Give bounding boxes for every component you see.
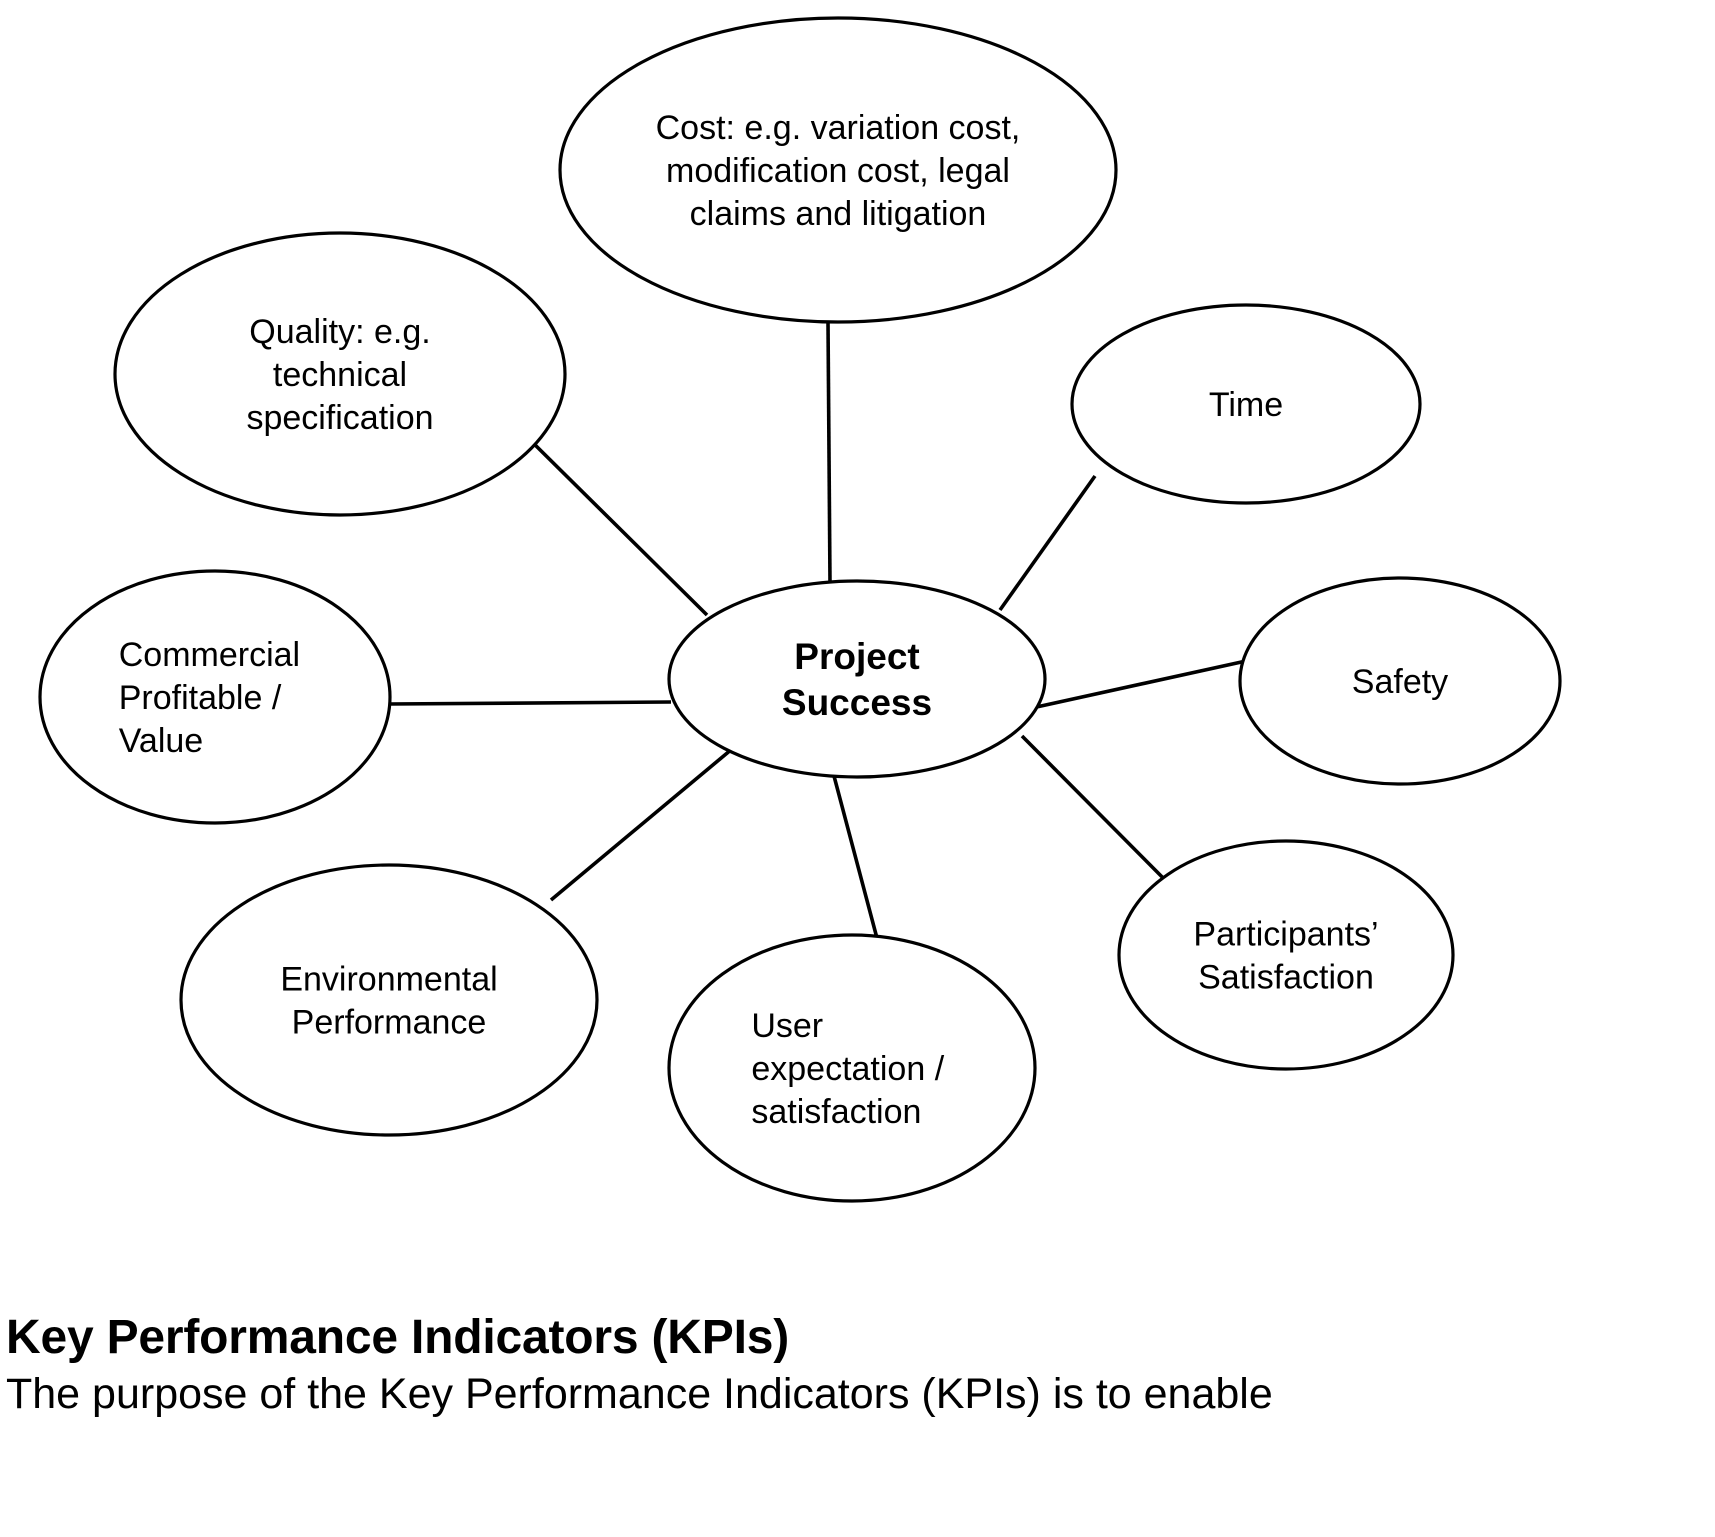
kpi-body-paragraph: The purpose of the Key Performance Indic… xyxy=(6,1370,1273,1418)
connector-safety xyxy=(1031,659,1247,710)
ellipse-commercial xyxy=(38,569,392,825)
ellipse-participants-satisfaction xyxy=(1117,839,1455,1071)
connector-participants-satisfaction xyxy=(1020,734,1185,900)
ellipse-quality xyxy=(113,231,567,517)
connector-lines-group xyxy=(388,321,1247,943)
ellipse-cost xyxy=(558,16,1118,324)
ellipse-time xyxy=(1070,303,1422,505)
node-label-participants-satisfaction: Participants’Satisfaction xyxy=(1193,916,1378,997)
ellipse-project-success xyxy=(667,579,1047,779)
kpi-heading: Key Performance Indicators (KPIs) xyxy=(6,1311,789,1364)
ellipse-nodes-group: Cost: e.g. variation cost,modification c… xyxy=(38,16,1562,1203)
kpi-text-block: Key Performance Indicators (KPIs) The pu… xyxy=(0,1290,1715,1537)
project-success-mind-map: Cost: e.g. variation cost,modification c… xyxy=(38,16,1562,1203)
node-safety[interactable]: Safety xyxy=(1238,576,1562,786)
connector-quality xyxy=(520,430,709,617)
connector-user-expectation xyxy=(832,775,880,943)
ellipse-environmental-performance xyxy=(179,863,599,1137)
connector-commercial xyxy=(388,700,672,706)
node-label-safety: Safety xyxy=(1352,663,1448,701)
node-participants-satisfaction[interactable]: Participants’Satisfaction xyxy=(1117,839,1455,1071)
node-label-time: Time xyxy=(1209,386,1283,424)
connector-environmental-performance xyxy=(549,747,734,902)
node-label-cost: Cost: e.g. variation cost,modification c… xyxy=(656,109,1021,233)
node-cost[interactable]: Cost: e.g. variation cost,modification c… xyxy=(558,16,1118,324)
ellipse-user-expectation xyxy=(667,933,1037,1203)
ellipse-safety xyxy=(1238,576,1562,786)
connector-time xyxy=(998,474,1097,612)
connector-cost xyxy=(826,321,832,584)
node-time[interactable]: Time xyxy=(1070,303,1422,505)
